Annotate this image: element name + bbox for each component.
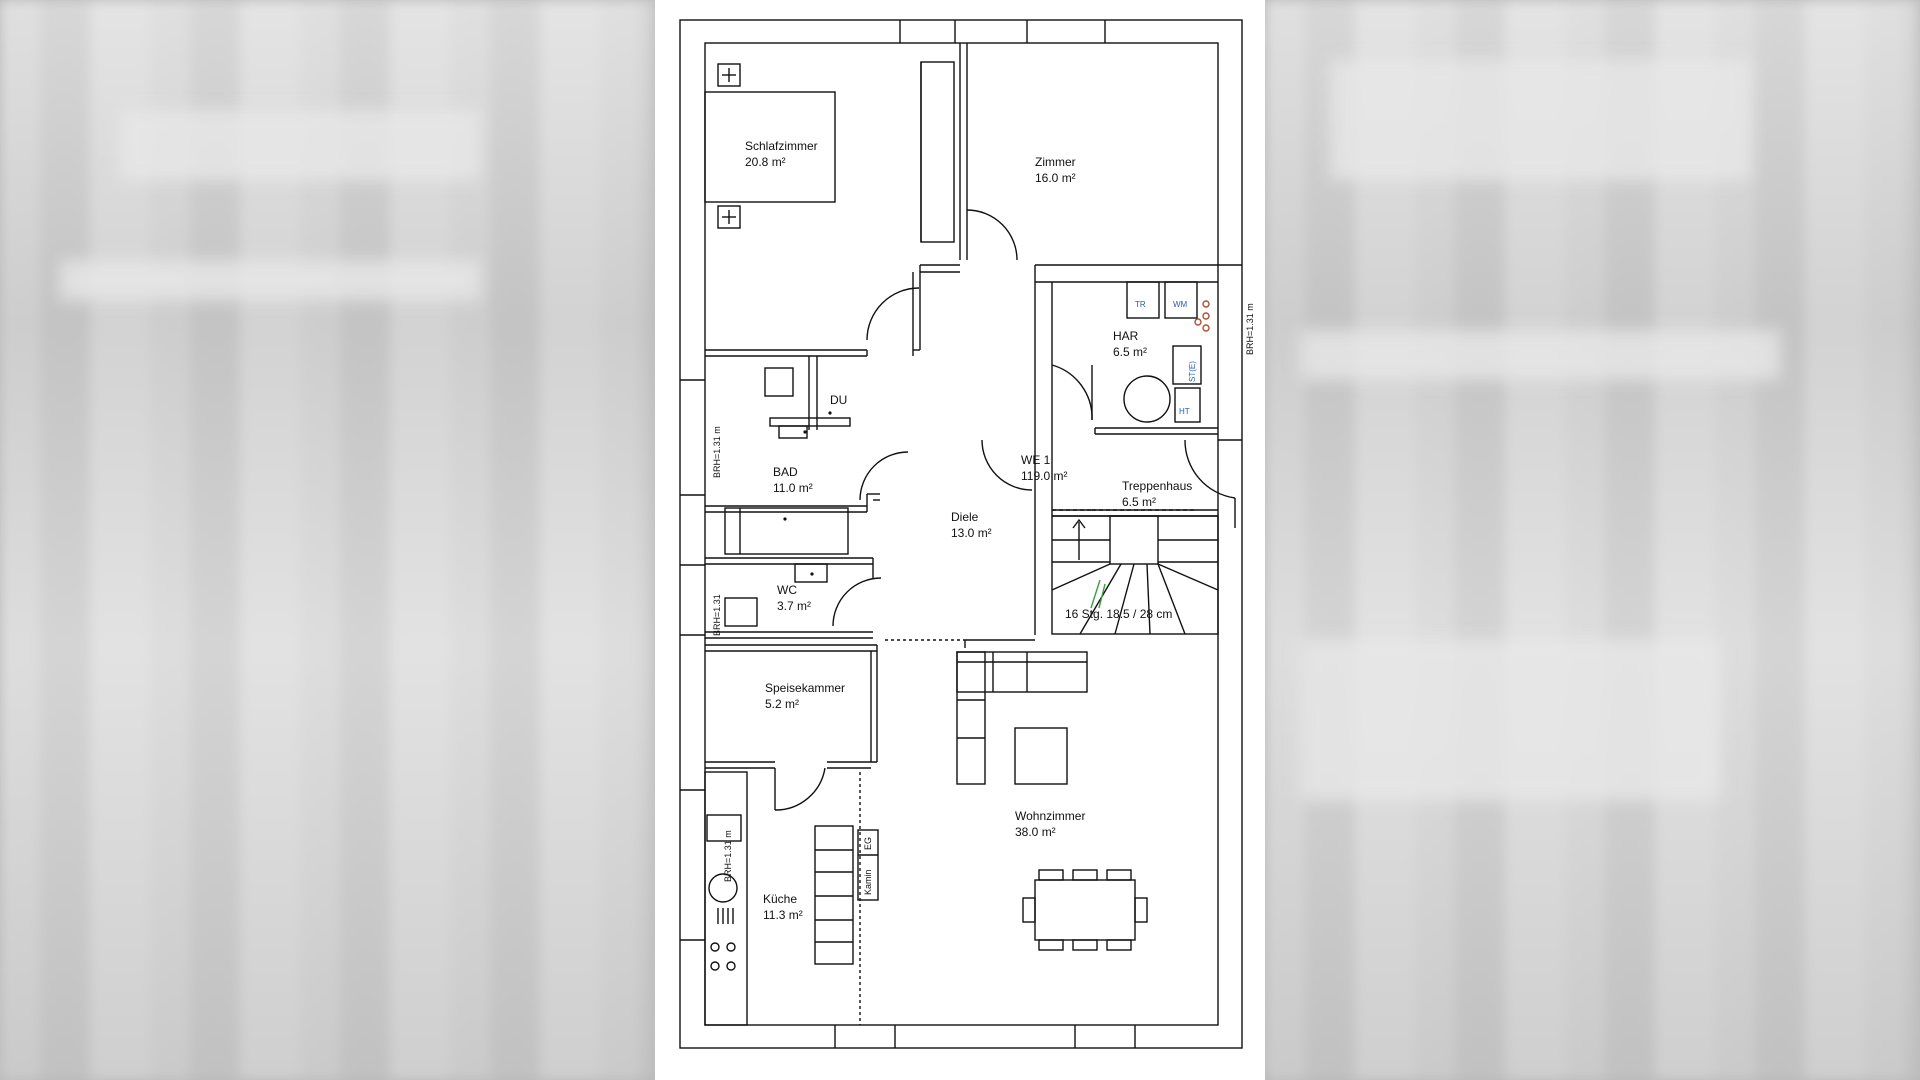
brh-label-bad: BRH=1.31 m [712, 426, 722, 478]
fixture-wm: WM [1173, 300, 1188, 309]
room-area-speisekammer: 5.2 m² [765, 697, 799, 711]
blurred-background-right [1265, 0, 1920, 1080]
blurred-block [1330, 60, 1750, 180]
brh-label-right: BRH=1.31 m [1245, 303, 1255, 355]
fixture-kamin: Kamin [863, 869, 873, 895]
fixture-tr: TR [1135, 300, 1146, 309]
room-area-har: 6.5 m² [1113, 345, 1147, 359]
room-area-diele: 13.0 m² [951, 526, 992, 540]
nightstand [717, 63, 741, 87]
blurred-background-left [0, 0, 655, 1080]
room-area-treppenhaus: 6.5 m² [1122, 495, 1156, 509]
kitchen-counter [704, 771, 748, 1026]
blurred-block [60, 260, 480, 300]
dining-table [1034, 879, 1136, 941]
bathtub [724, 507, 849, 555]
room-area-wc: 3.7 m² [777, 599, 811, 613]
room-name-wc: WC [777, 583, 797, 597]
room-name-kueche: Küche [763, 892, 797, 906]
brh-label-kueche: BRH=1.31 m [723, 830, 733, 882]
room-name-bad: BAD [773, 465, 798, 479]
kamin [857, 829, 879, 901]
room-name-du: DU [830, 393, 847, 407]
blurred-block [1300, 330, 1780, 380]
coffee-table [1014, 727, 1068, 785]
room-name-treppenhaus: Treppenhaus [1122, 479, 1192, 493]
boiler [1123, 375, 1171, 423]
floor-plan-sheet: Schlafzimmer 20.8 m² Zimmer 16.0 m² HAR … [655, 0, 1265, 1080]
sofa [956, 651, 1088, 693]
room-name-diele: Diele [951, 510, 979, 524]
room-area-zimmer: 16.0 m² [1035, 171, 1076, 185]
blurred-block [1300, 640, 1720, 800]
wardrobe [920, 61, 955, 243]
outer-wall-outline [679, 19, 1243, 1049]
fixture-heat: ST(E) [1188, 361, 1197, 382]
stairs-label: 16 Stg. 18.5 / 28 cm [1065, 607, 1172, 621]
room-area-wohnzimmer: 38.0 m² [1015, 825, 1056, 839]
room-name-har: HAR [1113, 329, 1139, 343]
room-area-schlafzimmer: 20.8 m² [745, 155, 786, 169]
kitchen-island [814, 825, 854, 965]
room-area-kueche: 11.3 m² [763, 908, 803, 922]
room-name-schlafzimmer: Schlafzimmer [745, 139, 818, 153]
fixture-eg: EG [863, 837, 873, 850]
room-name-we: WE 1 [1021, 453, 1051, 467]
room-name-wohnzimmer: Wohnzimmer [1015, 809, 1085, 823]
room-name-speisekammer: Speisekammer [765, 681, 845, 695]
nightstand [717, 205, 741, 229]
double-bed [704, 91, 836, 203]
sink [708, 873, 738, 903]
floor-plan: Schlafzimmer 20.8 m² Zimmer 16.0 m² HAR … [679, 19, 1255, 1049]
blurred-block [120, 110, 480, 180]
washbasin [764, 367, 794, 397]
toilet [724, 597, 758, 627]
room-area-bad: 11.0 m² [773, 481, 813, 495]
room-name-zimmer: Zimmer [1035, 155, 1076, 169]
wc-washbasin [794, 563, 828, 583]
brh-label-wc: BRH=1.31 [712, 594, 722, 636]
fixture-ht: HT [1179, 407, 1190, 416]
room-area-we: 119.0 m² [1021, 469, 1067, 483]
